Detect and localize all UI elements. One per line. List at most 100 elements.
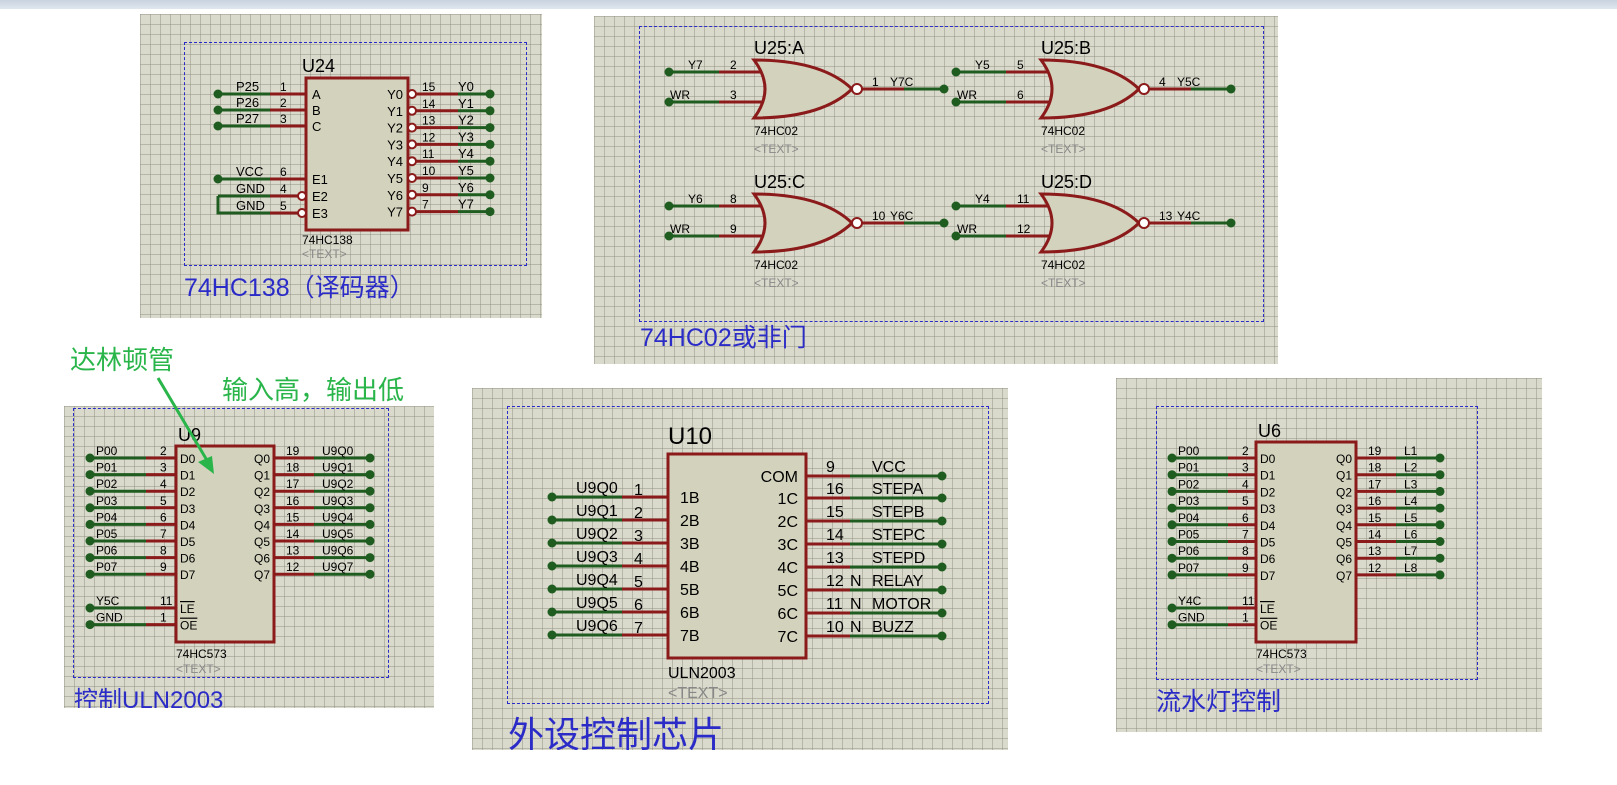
latch_u9-junction [365, 569, 375, 579]
decoder-pin-name: C [312, 119, 321, 134]
latch_u6-pin-name: Q6 [1336, 552, 1352, 566]
nor-inverter-bubble [851, 217, 863, 229]
nor-junction [951, 97, 961, 107]
decoder-net-label: Y1 [458, 96, 474, 111]
latch_u9-pin-number: 12 [286, 560, 300, 574]
decoder-pin-number: 10 [422, 164, 436, 178]
latch_u9-pin-number: 4 [160, 477, 167, 491]
uln-pin-number: 1 [634, 482, 643, 499]
latch_u9-pin-name: Q4 [254, 518, 270, 532]
nor-pin-number: 12 [1017, 222, 1031, 236]
latch_u9-junction [365, 536, 375, 546]
latch_u6-pin-number: 11 [1242, 594, 1255, 608]
decoder-pin-number: 9 [422, 181, 429, 195]
latch_u6-pin-number: 8 [1242, 544, 1249, 558]
uln-pin-name: 7C [778, 629, 798, 646]
decoder-pin-name: Y1 [387, 104, 403, 119]
decoder-pin-number: 6 [280, 165, 287, 179]
decoder-pin-name: Y4 [387, 154, 403, 169]
latch_u6-pin-number: 19 [1368, 444, 1382, 458]
nor-inverter-bubble [851, 83, 863, 95]
latch_u6-pin-number: 18 [1368, 461, 1382, 475]
decoder-junction [213, 105, 223, 115]
latch_u9-net-label: P07 [96, 560, 118, 574]
uln-pin-number: 10 [826, 619, 844, 636]
latch_u6-junction [1167, 620, 1177, 630]
latch_u9-pin-name: D0 [180, 452, 196, 466]
latch_u6-net-label: L5 [1404, 511, 1418, 525]
decoder-pin-name: E1 [312, 172, 328, 187]
latch_u6-junction [1435, 486, 1445, 496]
latch_u9-junction [365, 470, 375, 480]
latch_u6-junction [1167, 470, 1177, 480]
latch_u6-text-tag: <TEXT> [1256, 662, 1301, 676]
latch_u6-net-label: L6 [1404, 528, 1418, 542]
latch_u6-junction [1435, 553, 1445, 563]
decoder-junction [485, 190, 495, 200]
uln-part: ULN2003 [668, 665, 736, 682]
nor-pin-number: 3 [730, 88, 737, 102]
uln-pin-number: 5 [634, 574, 643, 591]
uln-junction [547, 584, 557, 594]
latch_u9-junction [365, 553, 375, 563]
uln-pin-name: 6B [680, 605, 700, 622]
latch_u9-junction [85, 536, 95, 546]
decoder-caption: 74HC138（译码器） [184, 274, 415, 302]
nor-pin-number: 8 [730, 192, 737, 206]
nor-text-tag: <TEXT> [1041, 276, 1086, 290]
uln-junction [937, 493, 947, 503]
nor-net-label: Y7 [688, 58, 703, 72]
latch_u6-net-label: L3 [1404, 477, 1418, 491]
latch_u9-net-label: P04 [96, 510, 118, 524]
uln-pin-number: 16 [826, 481, 844, 498]
latch_u9-pin-number: 9 [160, 560, 167, 574]
latch_u6-junction [1435, 520, 1445, 530]
latch-u6-frame [1156, 406, 1478, 680]
latch_u9-junction [365, 503, 375, 513]
latch_u9-net-label: U9Q0 [322, 444, 354, 458]
latch_u6-pin-number: 7 [1242, 528, 1249, 542]
decoder-net-label: Y4 [458, 146, 474, 161]
uln-pin-number: 9 [826, 459, 835, 476]
latch_u6-pin-number: 9 [1242, 561, 1249, 575]
nor-net-label: Y5 [975, 58, 990, 72]
decoder-pin-number: 7 [422, 198, 429, 212]
latch_u9-junction [85, 486, 95, 496]
latch_u6-pin-number: 4 [1242, 477, 1249, 491]
latch_u9-pin-number: 3 [160, 461, 167, 475]
decoder-junction [485, 156, 495, 166]
decoder-net-label: Y6 [458, 180, 474, 195]
decoder-net-label: GND [236, 181, 265, 196]
latch_u9-pin-number: 17 [286, 477, 300, 491]
nor-pin-number: 6 [1017, 88, 1024, 102]
nor-gate-ref: U25:B [1041, 38, 1091, 58]
uln-pin-name: 1C [778, 491, 798, 508]
latch_u6-net-label: L4 [1404, 494, 1418, 508]
latch_u6-net-label: L2 [1404, 461, 1418, 475]
nor-text-tag: <TEXT> [754, 276, 799, 290]
latch_u9-pin-name: Q3 [254, 502, 270, 516]
decoder-pin-number: 3 [280, 112, 287, 126]
latch_u6-pin-number: 3 [1242, 461, 1249, 475]
uln-pin-name: 4B [680, 559, 700, 576]
nor-gate-body [750, 192, 855, 254]
uln-pin-name: 5B [680, 582, 700, 599]
uln-pin-name: 2B [680, 513, 700, 530]
nor-inverter-bubble [1138, 83, 1150, 95]
decoder-text-tag: <TEXT> [302, 247, 347, 261]
latch_u6-pin-name: OE [1260, 619, 1277, 633]
latch_u6-pin-name: D4 [1260, 519, 1276, 533]
uln-pin-name: 3C [778, 537, 798, 554]
latch_u9-pin-number: 11 [160, 594, 173, 608]
nor-junction [664, 201, 674, 211]
decoder-pin-name: A [312, 87, 321, 102]
latch-u6-caption: 流水灯控制 [1156, 688, 1282, 716]
latch_u9-pin-number: 19 [286, 444, 300, 458]
decoder-inverter-bubble [407, 105, 417, 116]
latch_u6-net-label: L1 [1404, 444, 1418, 458]
decoder-junction [213, 121, 223, 131]
latch_u6-net-label: P05 [1178, 528, 1200, 542]
